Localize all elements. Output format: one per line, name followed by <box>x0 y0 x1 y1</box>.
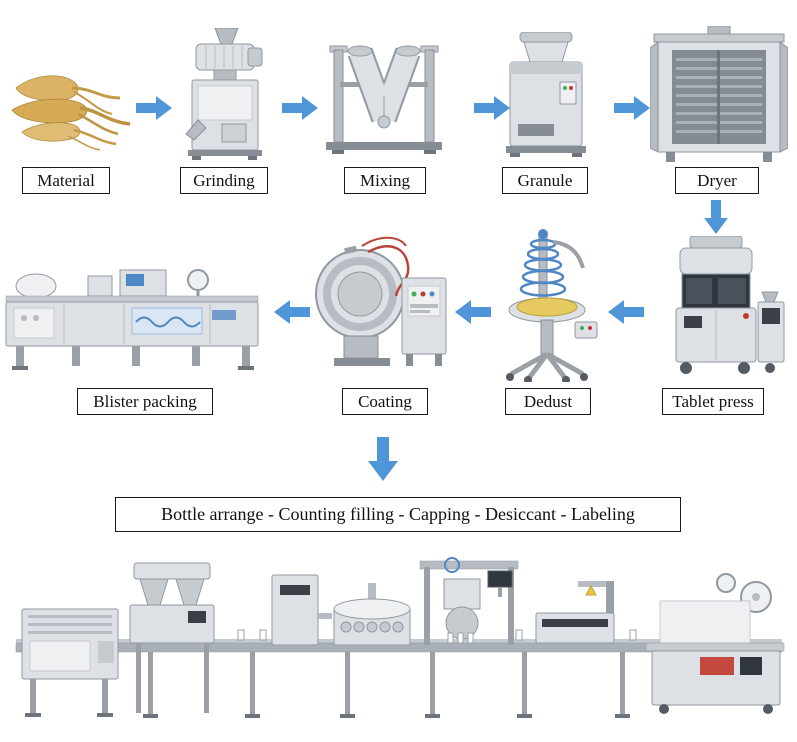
stage-label-tablet-press: Tablet press <box>662 388 764 415</box>
dedusting-machine-illustration <box>506 229 598 382</box>
stage-label-mixing: Mixing <box>344 167 426 194</box>
coating-machine-illustration <box>315 236 447 366</box>
blister-packing-machine-illustration <box>5 269 259 370</box>
bottling-line-banner: Bottle arrange - Counting filling - Capp… <box>115 497 681 532</box>
grinding-machine-illustration <box>185 28 263 160</box>
stage-label-grinding: Grinding <box>180 167 268 194</box>
arrow-right-icon <box>136 96 172 120</box>
tablet-press-illustration <box>675 236 785 374</box>
ginseng-roots-illustration <box>11 75 131 151</box>
arrow-right-icon <box>474 96 510 120</box>
stage-label-granule: Granule <box>502 167 588 194</box>
mixing-machine-illustration <box>326 45 442 154</box>
stage-label-coating: Coating <box>342 388 428 415</box>
arrow-left-icon <box>608 300 644 324</box>
arrow-left-icon <box>455 300 491 324</box>
stage-label-dryer: Dryer <box>675 167 759 194</box>
arrow-right-icon <box>282 96 318 120</box>
granulating-machine-illustration <box>506 32 586 157</box>
arrow-down-icon <box>704 200 728 234</box>
arrow-right-icon <box>614 96 650 120</box>
arrow-down-icon <box>368 437 398 481</box>
dryer-oven-illustration <box>650 26 788 162</box>
stage-label-blister-packing: Blister packing <box>77 388 213 415</box>
stage-label-material: Material <box>22 167 110 194</box>
arrow-left-icon <box>274 300 310 324</box>
bottle-packaging-line-illustration <box>15 557 785 718</box>
stage-label-dedust: Dedust <box>505 388 591 415</box>
